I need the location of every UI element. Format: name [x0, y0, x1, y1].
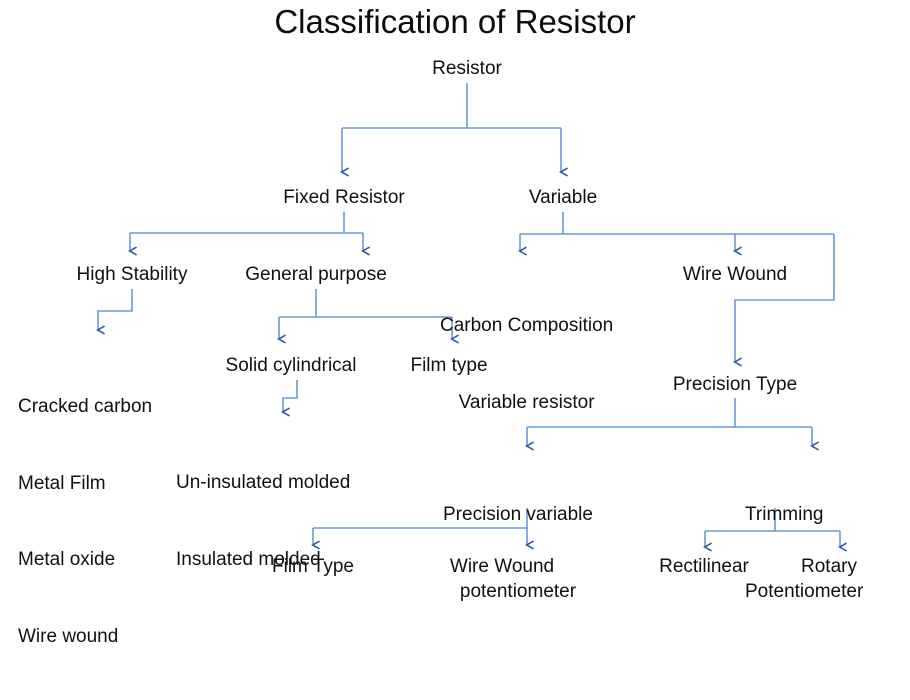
node-high-stability-list[interactable]: Cracked carbon Metal Film Metal oxide Wi… — [18, 343, 152, 700]
node-rectilinear[interactable]: Rectilinear — [659, 556, 749, 577]
node-precision-type[interactable]: Precision Type — [672, 374, 798, 395]
edge-wire-wound-to-precision — [735, 234, 835, 362]
list-item-insulated-molded: Insulated molded — [176, 548, 321, 570]
classification-diagram: Classification of Resistor — [0, 3, 910, 647]
node-high-stability[interactable]: High Stability — [76, 264, 188, 285]
list-item-wire-wound: Wire wound — [18, 625, 119, 647]
page-title: Classification of Resistor — [274, 3, 636, 40]
node-film-type-2[interactable]: Film Type — [271, 556, 355, 577]
connector-lines — [0, 83, 910, 594]
node-carbon-composition[interactable]: Carbon Composition Variable resistor — [440, 262, 613, 466]
node-wire-wound-2[interactable]: Wire Wound — [449, 556, 555, 577]
list-item-metal-film: Metal Film — [18, 472, 106, 494]
precision-variable-line-1: Precision variable — [443, 504, 593, 525]
node-variable[interactable]: Variable — [528, 187, 598, 208]
node-resistor[interactable]: Resistor — [432, 58, 502, 79]
trimming-line-2: Potentiometer — [745, 580, 864, 602]
node-solid-cylindrical[interactable]: Solid cylindrical — [225, 355, 357, 376]
trimming-line-1: Trimming — [745, 504, 824, 525]
list-item-cracked-carbon: Cracked carbon — [18, 396, 153, 417]
node-trimming-potentiometer[interactable]: Trimming Potentiometer — [745, 451, 863, 655]
node-rotary[interactable]: Rotary — [801, 556, 857, 577]
node-wire-wound[interactable]: Wire Wound — [682, 264, 788, 285]
edge-solid-to-molded — [283, 380, 298, 412]
edge-high-stability-to-list — [98, 289, 133, 330]
list-item-un-insulated-molded: Un-insulated molded — [176, 472, 351, 493]
precision-variable-line-2: potentiometer — [459, 580, 577, 602]
node-film-type[interactable]: Film type — [410, 355, 488, 376]
carbon-composition-line-1: Carbon Composition — [440, 315, 614, 336]
list-item-metal-oxide: Metal oxide — [18, 549, 116, 570]
carbon-composition-line-2: Variable resistor — [458, 391, 595, 413]
node-fixed-resistor[interactable]: Fixed Resistor — [283, 187, 405, 208]
node-general-purpose[interactable]: General purpose — [245, 264, 387, 285]
node-precision-variable-potentiometer[interactable]: Precision variable potentiometer — [443, 451, 593, 655]
node-molded-list[interactable]: Un-insulated molded Insulated molded — [176, 419, 350, 623]
